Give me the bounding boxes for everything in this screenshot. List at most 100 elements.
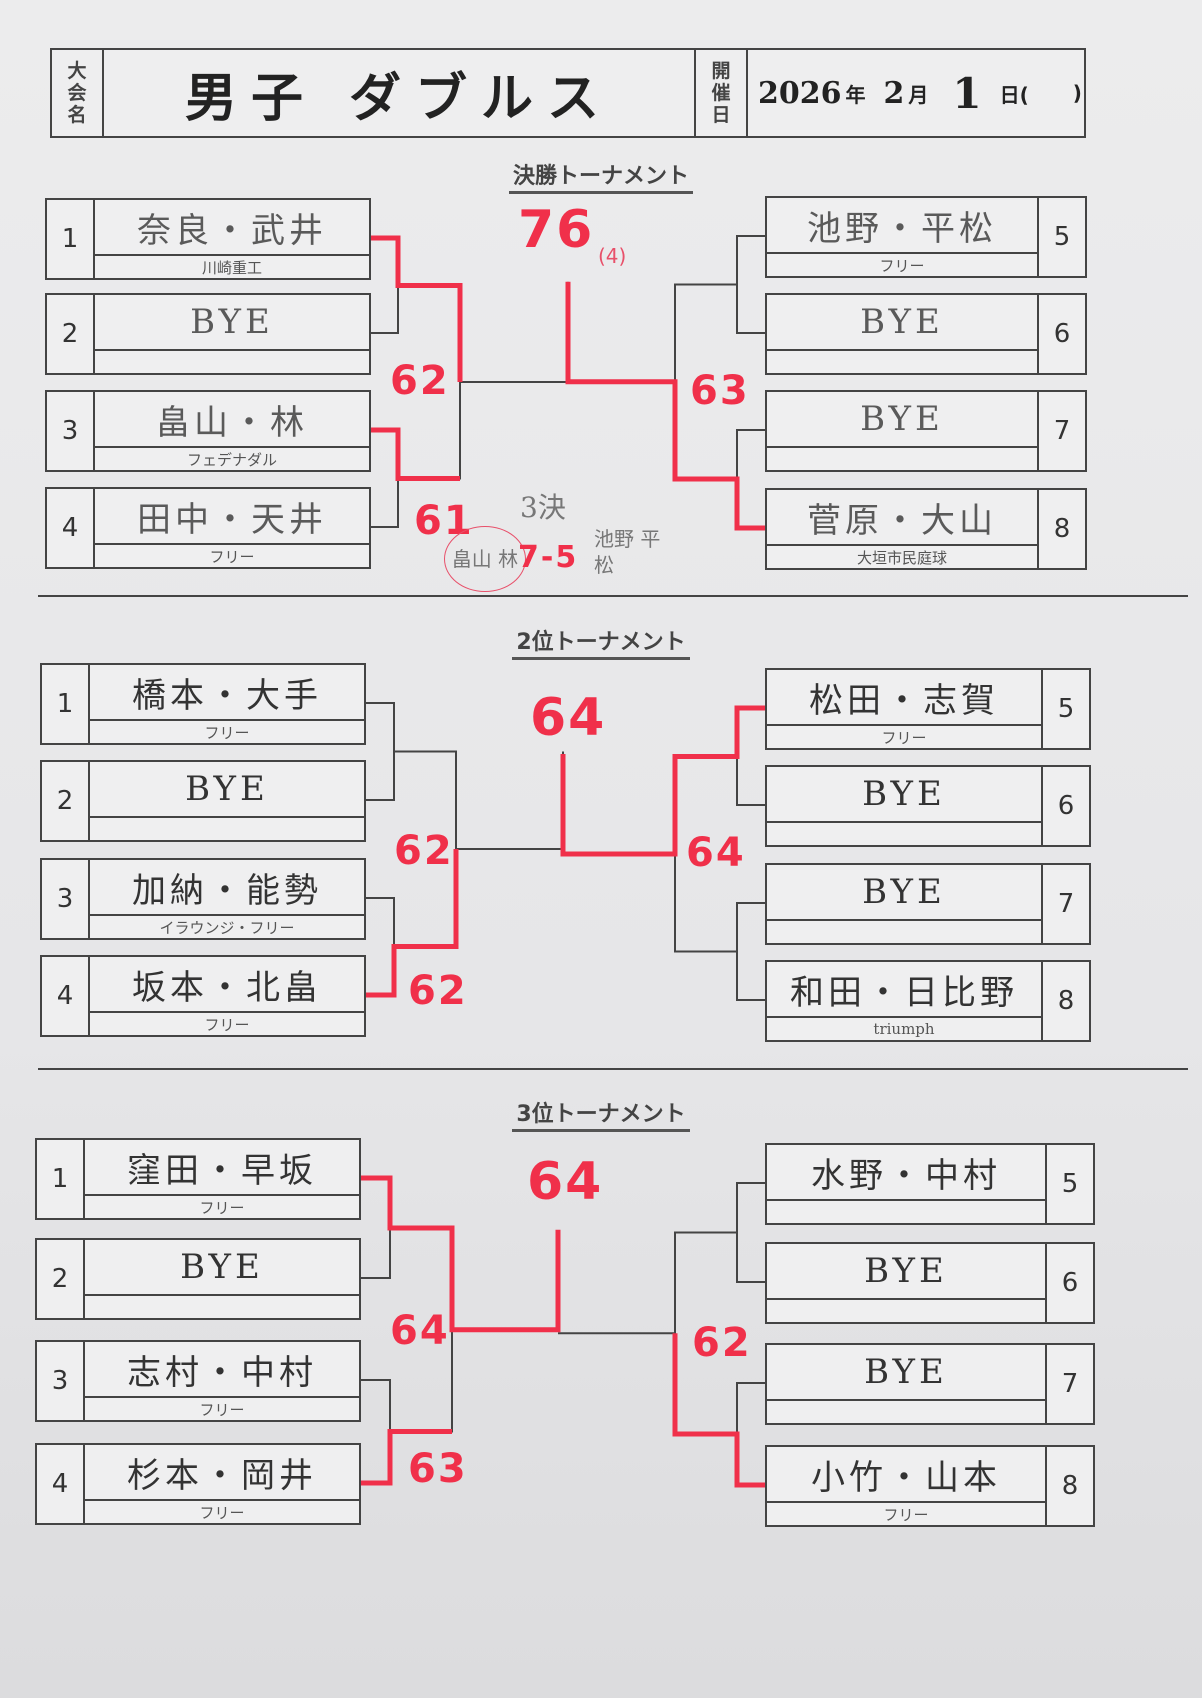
team-affiliation: フリー	[883, 1505, 929, 1524]
team-name: 松田・志賀	[767, 670, 1041, 726]
team-name: 水野・中村	[767, 1145, 1045, 1201]
date-day: 1	[952, 68, 982, 118]
team-name: 加納・能勢	[90, 860, 364, 916]
winner-path	[560, 705, 765, 857]
seed-number: 8	[1037, 490, 1085, 568]
team-name: 畠山・林	[95, 392, 369, 448]
team-name: 田中・天井	[95, 489, 369, 545]
label-char: 名	[67, 104, 87, 126]
seed-number: 2	[47, 295, 95, 373]
bracket-line	[736, 1382, 765, 1486]
day-unit: 日(	[999, 82, 1029, 107]
seed-number: 4	[37, 1445, 85, 1523]
seed-number: 3	[42, 860, 90, 938]
bracket-line	[361, 1177, 391, 1279]
seed-number: 4	[42, 957, 90, 1035]
seed-number: 2	[42, 762, 90, 840]
third-place-loser: 池野 平松	[594, 527, 661, 577]
bracket-line	[371, 237, 399, 334]
team-affiliation: triumph	[873, 1020, 935, 1038]
date-month: 2	[883, 75, 905, 111]
seed-number: 7	[1045, 1345, 1093, 1423]
team-name: BYE	[767, 295, 1037, 351]
team-affiliation: フリー	[199, 1198, 245, 1217]
right-semi-score: 62	[692, 1320, 752, 1366]
team-name: BYE	[767, 392, 1037, 448]
seed-number: 2	[37, 1240, 85, 1318]
bracket-line	[361, 1379, 391, 1484]
team-affiliation: フリー	[879, 256, 925, 275]
bracket-line	[366, 897, 395, 996]
section-title-third: 3位トーナメント	[0, 1096, 1202, 1132]
third-place-winner: 畠山 林	[444, 526, 526, 592]
section-title-text: 決勝トーナメント	[508, 164, 693, 194]
final-score: 76	[518, 200, 595, 260]
date-label: 開 催 日	[696, 50, 748, 136]
right-semi-score: 63	[690, 368, 750, 414]
seed-number: 7	[1041, 865, 1089, 943]
team-name: 坂本・北畠	[90, 957, 364, 1013]
section-title-text: 3位トーナメント	[512, 1102, 690, 1132]
left-semi-score: 62	[394, 828, 454, 874]
third-place-score: 7-5	[518, 540, 579, 575]
team-name: BYE	[90, 762, 364, 818]
seed-number: 5	[1045, 1145, 1093, 1223]
bracket-line	[736, 429, 765, 529]
month-unit: 月	[908, 82, 929, 107]
seed-number: 3	[37, 1342, 85, 1420]
team-name: BYE	[767, 1244, 1045, 1300]
right-semi-score: 64	[686, 830, 746, 876]
team-name: BYE	[95, 295, 369, 351]
left-r1-score: 62	[408, 968, 468, 1014]
team-entry: 池野・平松フリー 5	[765, 196, 1087, 278]
team-name: BYE	[85, 1240, 359, 1296]
label-char: 日	[711, 104, 731, 126]
left-semi-score: 62	[390, 358, 450, 404]
bracket-line	[736, 235, 765, 334]
team-affiliation: 大垣市民庭球	[856, 548, 947, 567]
team-name: 杉本・岡井	[85, 1445, 359, 1501]
team-name: 橋本・大手	[90, 665, 364, 721]
section-title-final: 決勝トーナメント	[0, 158, 1202, 194]
team-affiliation: イラウンジ・フリー	[159, 918, 295, 937]
team-affiliation: フリー	[209, 547, 255, 566]
winner-path	[361, 1429, 452, 1486]
team-affiliation: 川崎重工	[201, 258, 262, 277]
seed-number: 4	[47, 489, 95, 567]
team-affiliation: フリー	[204, 1015, 250, 1034]
event-name: 男子 ダブルス	[104, 50, 696, 136]
section-title-text: 2位トーナメント	[512, 630, 690, 660]
winner-path	[565, 281, 765, 531]
winner-path	[371, 427, 460, 481]
event-date: 2026 年 2 月 1 日( )	[748, 50, 1084, 136]
seed-number: 5	[1037, 198, 1085, 276]
year-unit: 年	[845, 82, 866, 107]
team-name: 小竹・山本	[767, 1447, 1045, 1503]
seed-number: 7	[1037, 392, 1085, 470]
winner-path	[366, 849, 459, 998]
team-name: 和田・日比野	[767, 962, 1041, 1018]
label-char: 催	[711, 82, 731, 104]
seed-number: 3	[47, 392, 95, 470]
left-semi-score: 64	[390, 1308, 450, 1354]
team-affiliation: フリー	[199, 1400, 245, 1419]
team-name: 池野・平松	[767, 198, 1037, 254]
